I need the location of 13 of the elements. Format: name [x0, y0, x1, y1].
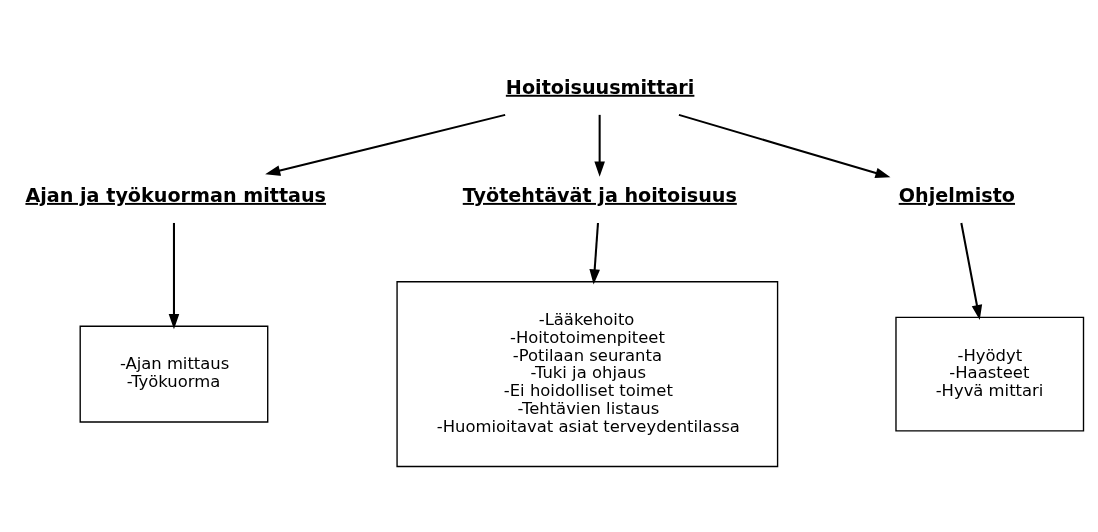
arrow [960, 222, 983, 321]
node-text: Työtehtävät ja hoitoisuus [462, 183, 737, 207]
arrow [594, 114, 605, 177]
node-text: Ohjelmisto [898, 183, 1016, 207]
node-text: Hoitoisuusmittari [505, 75, 695, 99]
arrow [168, 222, 180, 330]
node-box: -Lääkehoito -Hoitotoimenpiteet -Potilaan seuranta -Tuki ja ohjaus -Ei hoidolliset toimet -Tehtävien listaus -Huomioitavat asiat terveydentilassa [396, 281, 779, 468]
arrow [589, 222, 600, 285]
node-box: -Hyödyt -Haasteet -Hyvä mittari [895, 316, 1085, 432]
node-text: Ajan ja työkuorman mittaus [25, 183, 327, 207]
arrow [265, 113, 506, 176]
arrow [678, 113, 891, 179]
node-box: -Ajan mittaus -Työkuorma [79, 325, 269, 423]
